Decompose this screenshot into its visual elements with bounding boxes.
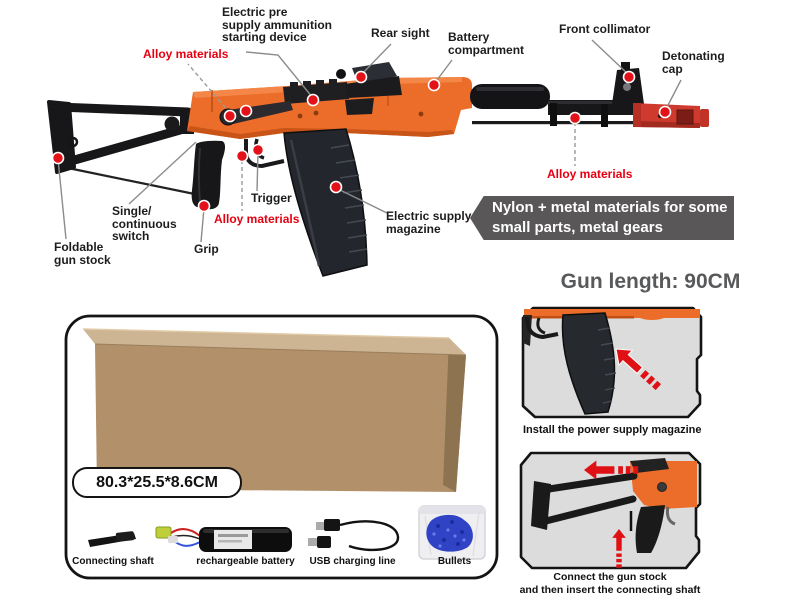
accessory-usb-cable <box>308 519 400 552</box>
arrow-up-icon <box>612 529 626 568</box>
gun-magazine <box>283 128 368 277</box>
materials-banner-text: Nylon + metal materials for some small p… <box>492 199 728 236</box>
instruction-panel-1 <box>521 306 703 419</box>
gun-length-text: Gun length: 90CM <box>560 270 741 293</box>
leader-lines <box>57 39 682 243</box>
gun-top-rail <box>283 79 349 104</box>
gun-grip <box>191 140 226 210</box>
accessory-battery <box>155 526 292 552</box>
callout-label-front-collimator: Front collimator <box>559 22 651 36</box>
accessory-label-connecting-shaft: Connecting shaft <box>72 556 154 567</box>
callout-dots <box>51 70 672 213</box>
instruction-caption-1: Install the power supply magazine <box>523 424 702 436</box>
accessory-label-rechargeable-battery: rechargeable battery <box>196 556 295 567</box>
arrow-left-icon <box>584 460 639 480</box>
callout-label-electric-supply-magazine: Electric supply magazine <box>386 209 472 236</box>
instruction-panel-2 <box>519 451 702 570</box>
callout-label-battery-compartment: Battery compartment <box>448 30 525 57</box>
gun-illustration <box>47 62 709 277</box>
package-box <box>82 328 467 492</box>
gun-trigger-group <box>244 138 285 169</box>
gun-front-sight <box>612 62 644 104</box>
accessory-connecting-shaft <box>88 531 136 547</box>
callout-label-rear-sight: Rear sight <box>371 26 430 40</box>
callout-label-foldable-gun-stock: Foldable gun stock <box>54 240 111 267</box>
callout-label-grip: Grip <box>194 242 219 256</box>
callout-label-detonating-cap: Detonating cap <box>662 49 725 76</box>
instruction-caption-2: Connect the gun stock and then insert th… <box>519 571 701 596</box>
callout-label-single-continuous-switch: Single/ continuous switch <box>112 204 177 243</box>
arrow-up-left-icon <box>615 348 662 391</box>
accessory-bullets-bag <box>418 505 486 560</box>
gun-barrel-group <box>470 84 638 127</box>
callout-label-alloy-top: Alloy materials <box>143 47 229 61</box>
callout-label-alloy-mid: Alloy materials <box>214 212 300 226</box>
callout-label-trigger: Trigger <box>251 191 292 205</box>
callout-label-starting-device: Electric pre supply ammunition starting … <box>222 5 333 44</box>
accessory-label-bullets: Bullets <box>437 556 472 567</box>
materials-banner: Nylon + metal materials for some small p… <box>470 196 734 240</box>
gun-detonating-cap <box>633 103 709 128</box>
callout-label-alloy-barrel: Alloy materials <box>547 167 633 181</box>
accessory-label-usb-charging-line: USB charging line <box>309 556 396 567</box>
box-dimensions-badge: 80.3*25.5*8.6CM <box>72 467 242 498</box>
